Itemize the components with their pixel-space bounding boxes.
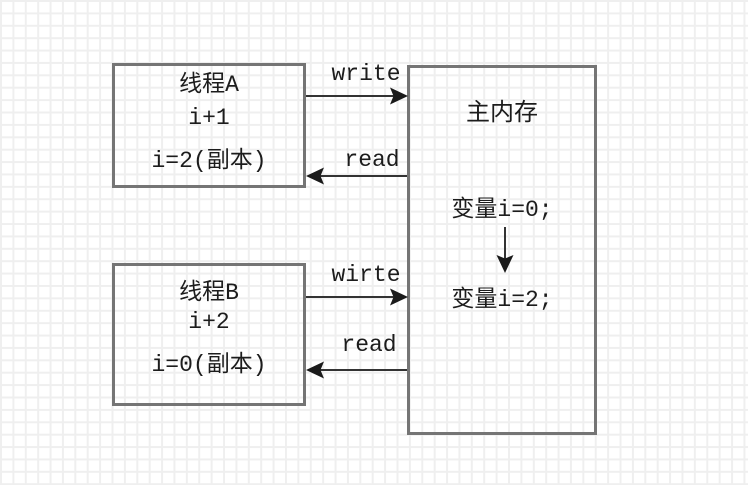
thread-b-write-label: wirte bbox=[331, 262, 401, 288]
main-memory-value-after: 变量i=2; bbox=[451, 287, 553, 313]
thread-b-read-arrow bbox=[306, 361, 407, 379]
main-memory-box: 主内存 变量i=0; 变量i=2; bbox=[407, 65, 597, 435]
thread-b-title: 线程B bbox=[179, 280, 239, 306]
thread-a-title: 线程A bbox=[179, 72, 239, 98]
thread-a-operation: i+1 bbox=[188, 105, 230, 131]
thread-b-write-arrow bbox=[306, 288, 408, 306]
main-memory-value-before: 变量i=0; bbox=[451, 197, 553, 223]
thread-b-box: 线程B i+2 i=0(副本) bbox=[112, 263, 306, 406]
thread-a-write-arrow bbox=[306, 87, 408, 105]
main-memory-title: 主内存 bbox=[466, 101, 538, 128]
thread-a-copy-value: i=2(副本) bbox=[151, 148, 267, 174]
thread-b-copy-value: i=0(副本) bbox=[151, 352, 267, 378]
thread-a-box: 线程A i+1 i=2(副本) bbox=[112, 63, 306, 188]
thread-a-read-label: read bbox=[344, 147, 400, 173]
thread-b-read-label: read bbox=[341, 332, 397, 358]
thread-b-operation: i+2 bbox=[188, 309, 230, 335]
thread-a-write-label: write bbox=[331, 61, 401, 87]
